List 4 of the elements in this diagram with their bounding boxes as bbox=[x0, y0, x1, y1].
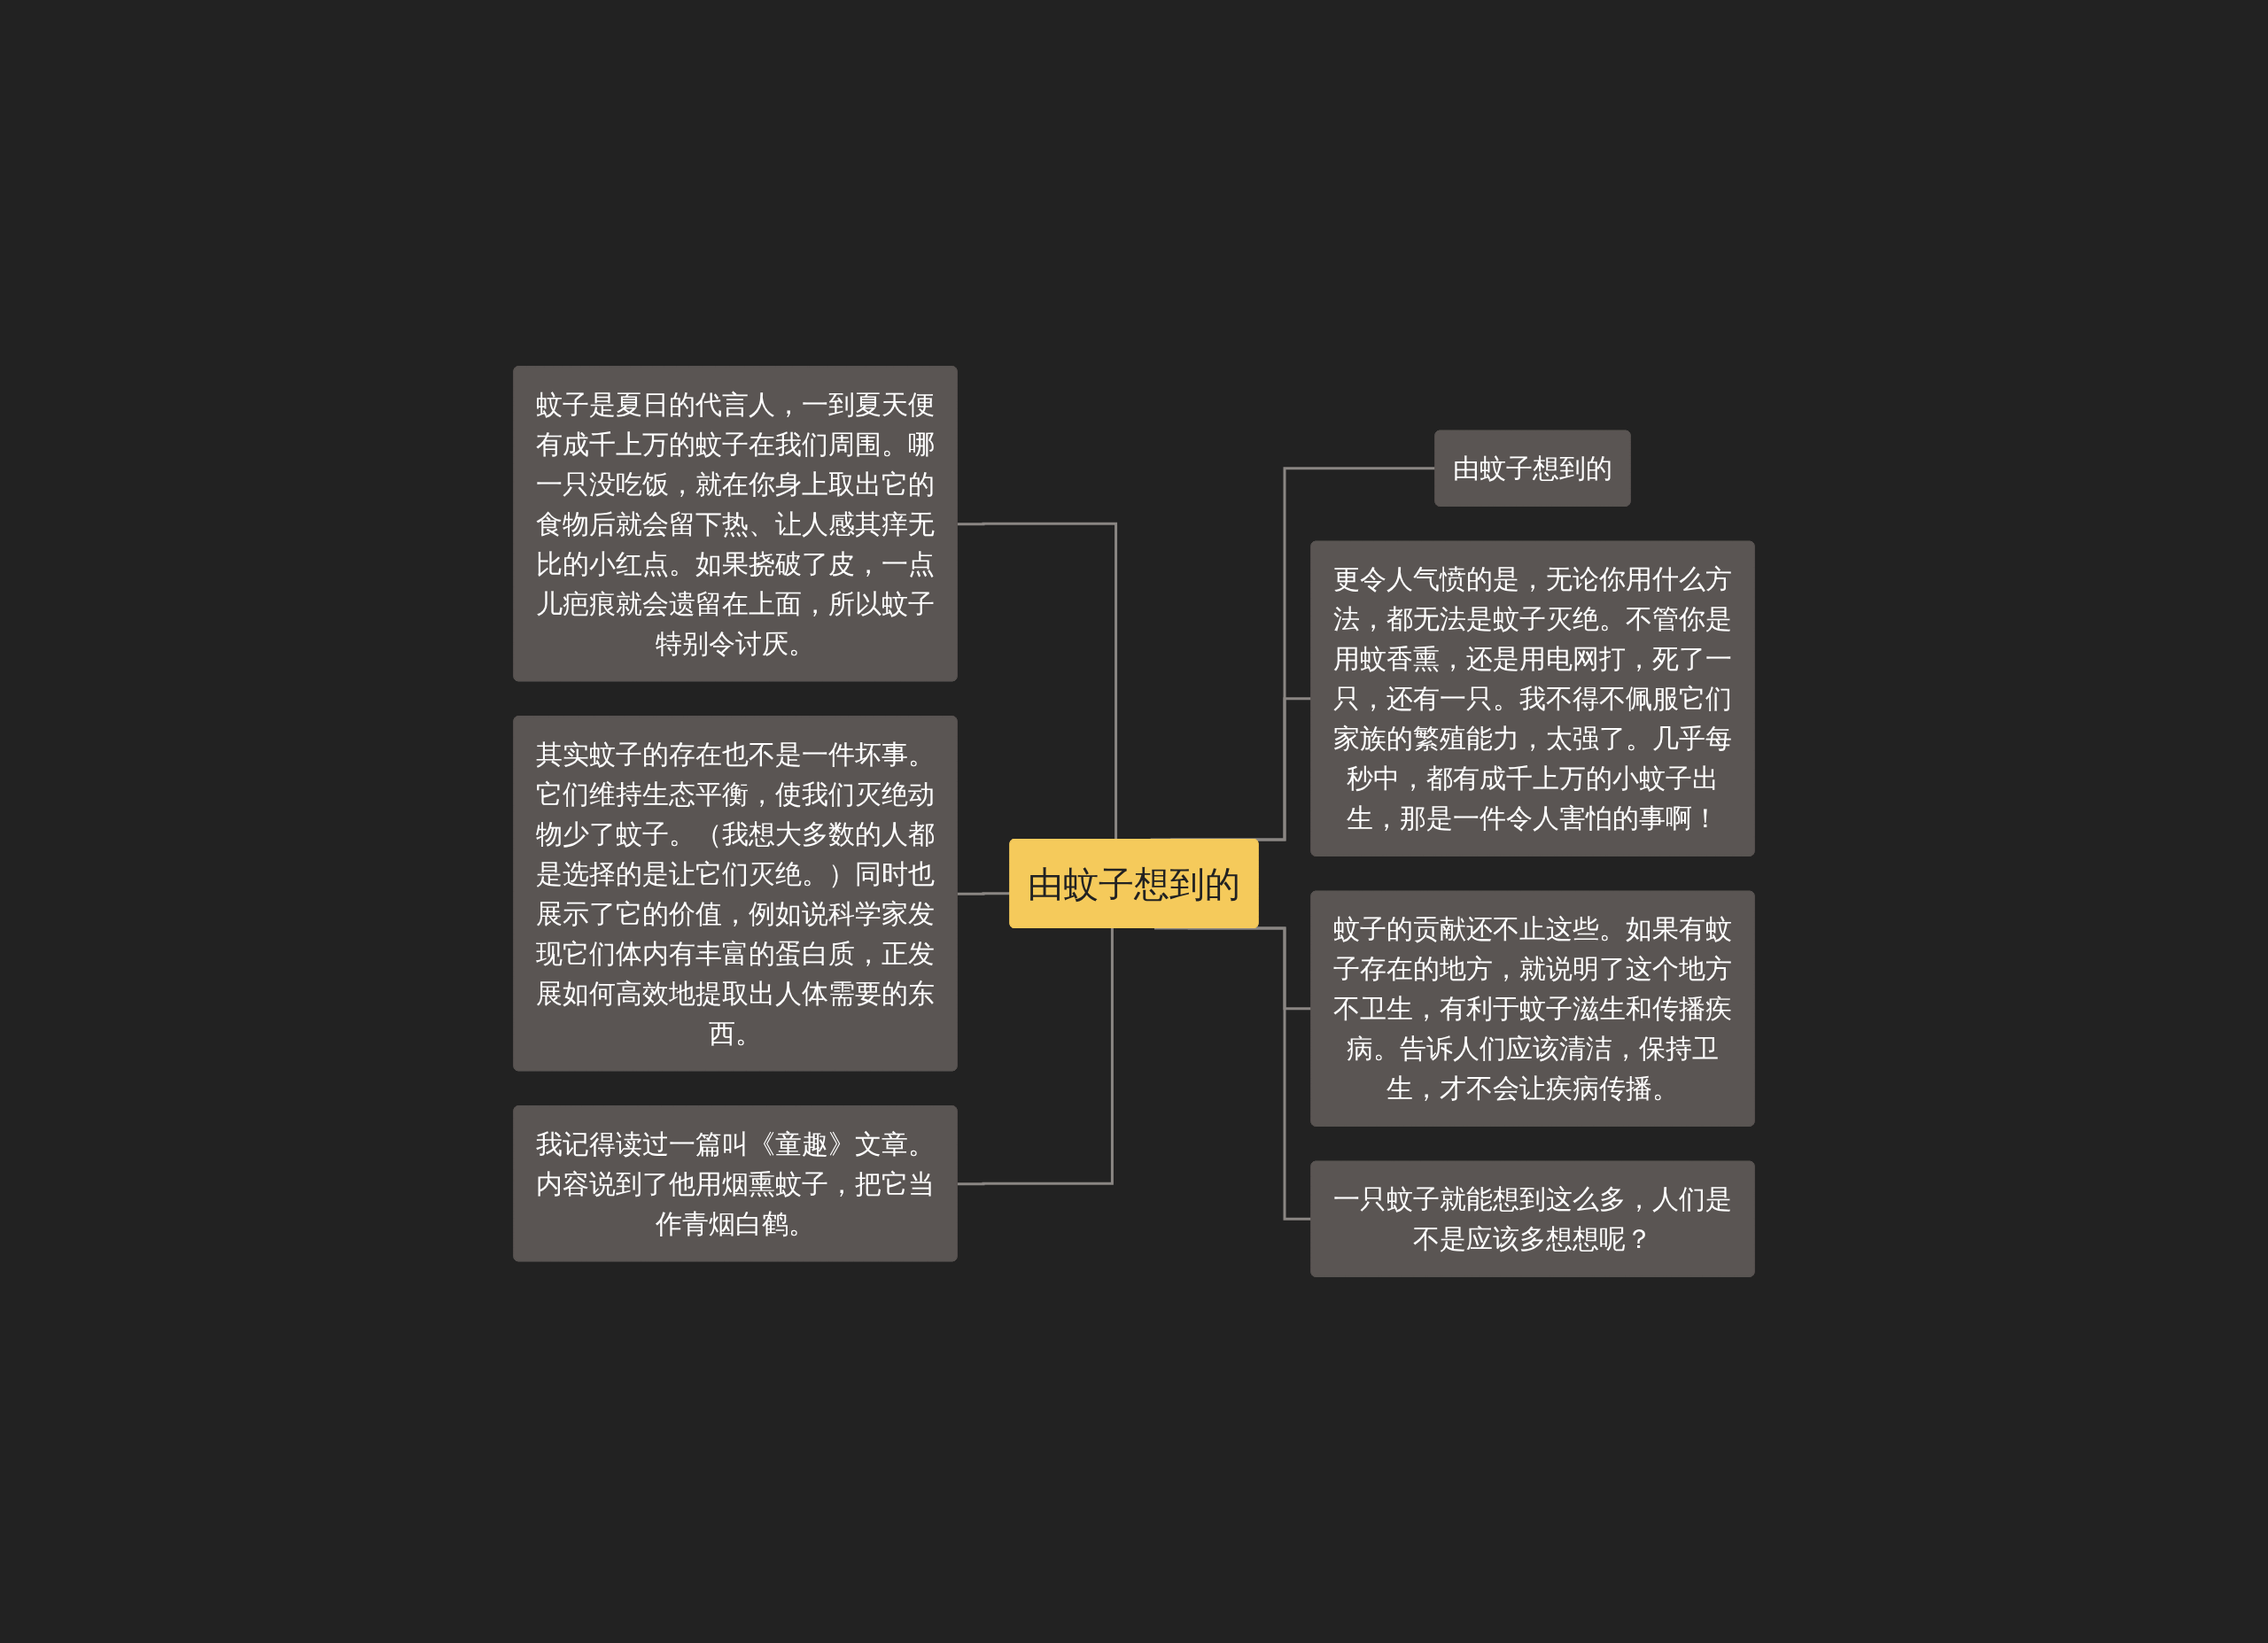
connector bbox=[957, 522, 1118, 840]
connector bbox=[957, 891, 1012, 895]
connector bbox=[957, 928, 1114, 1186]
connector bbox=[1153, 926, 1313, 1221]
